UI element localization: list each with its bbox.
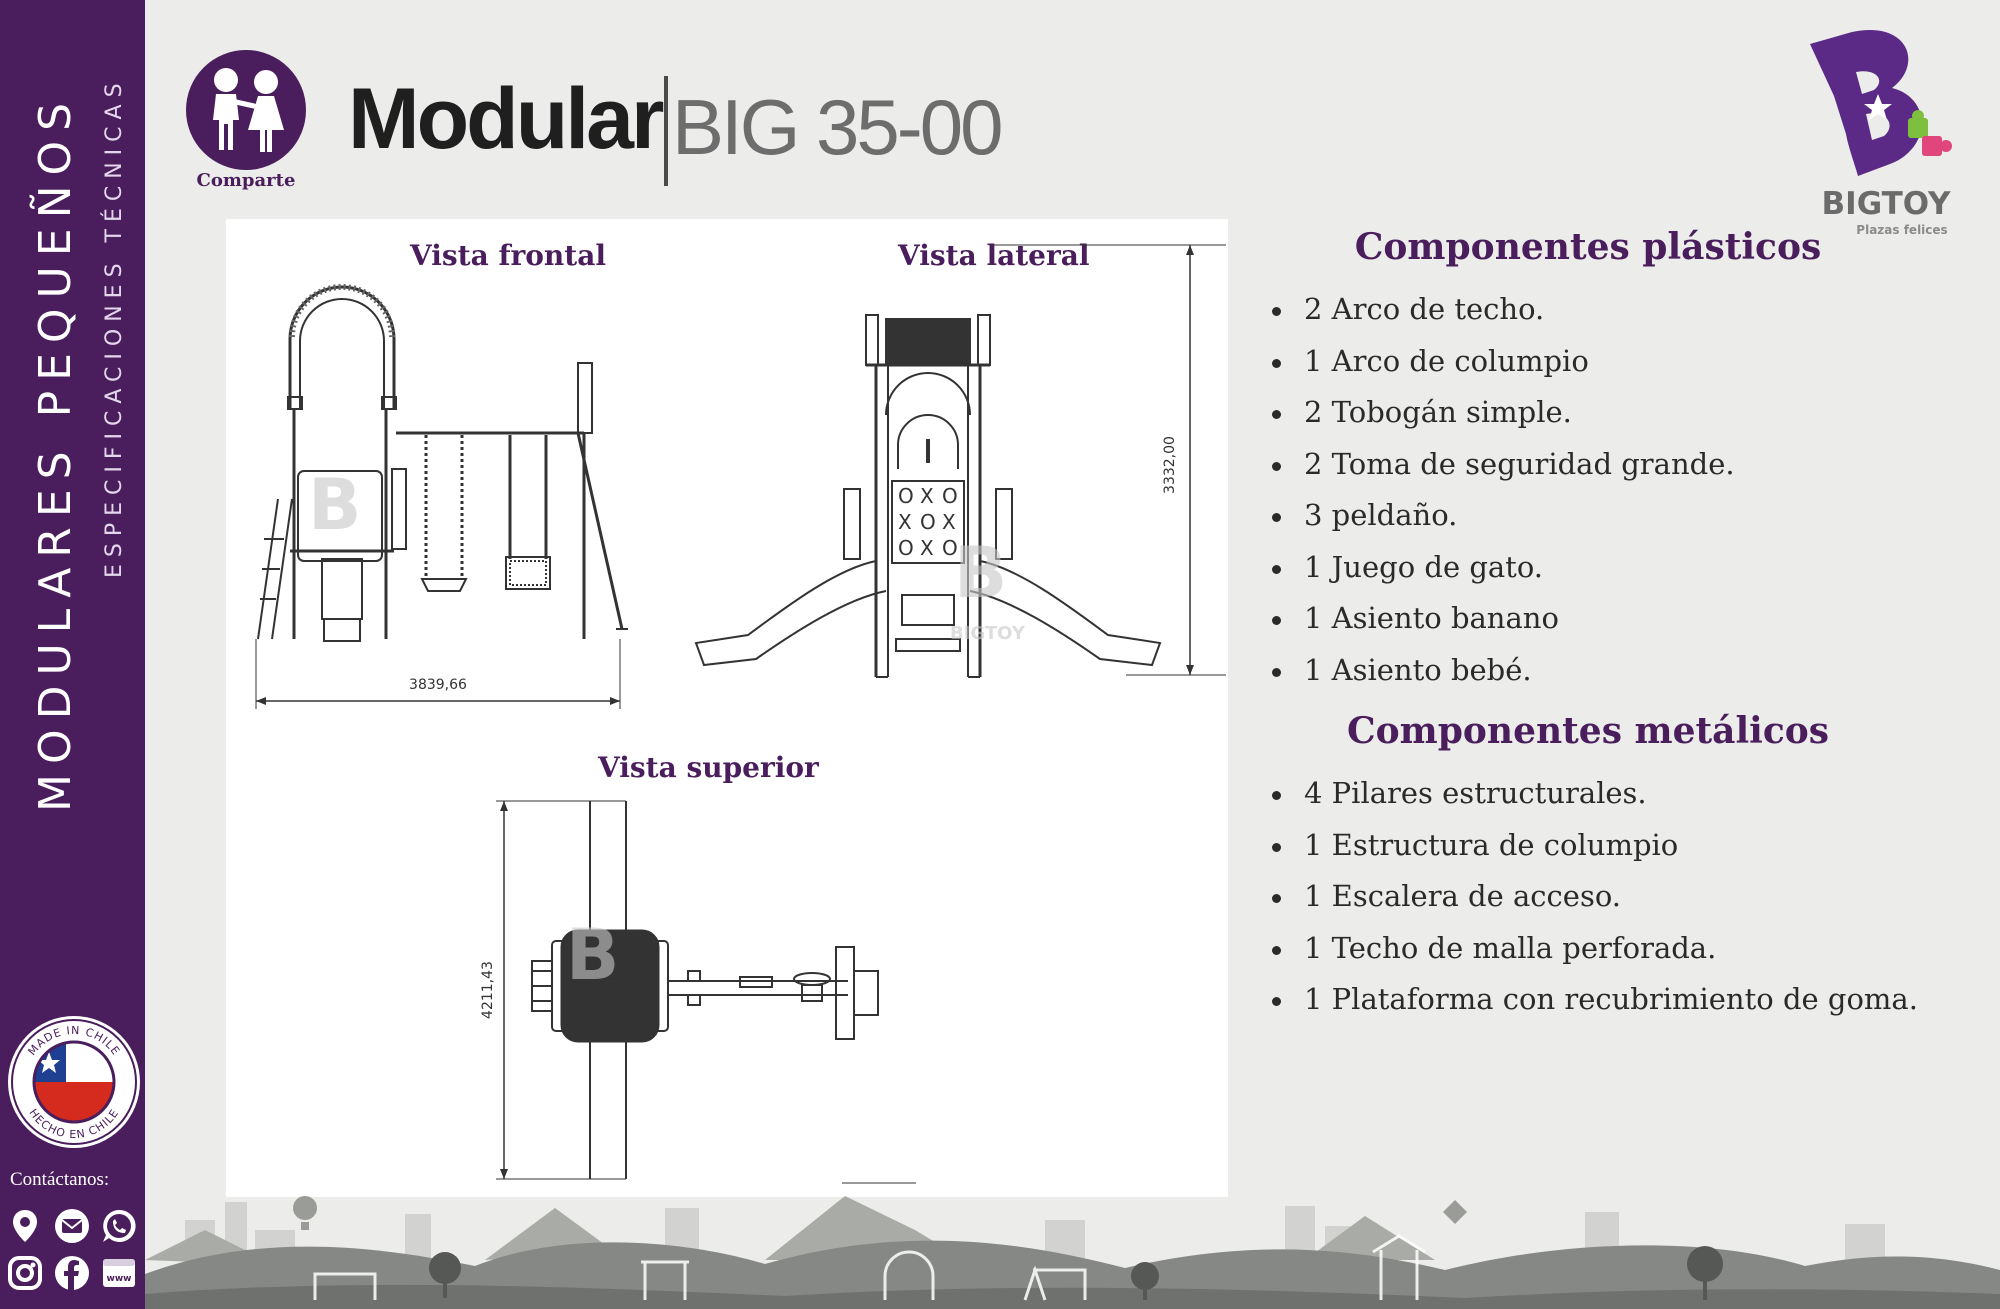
sidebar-subtitle: ESPECIFICACIONES TÉCNICAS [102, 76, 127, 578]
list-item: 2 Tobogán simple. [1268, 395, 1988, 447]
list-item: 1 Asiento bebé. [1268, 653, 1988, 705]
list-item: 2 Toma de seguridad grande. [1268, 447, 1988, 499]
top-view-title: Vista superior [598, 751, 819, 784]
svg-text:X: X [920, 484, 934, 508]
svg-text:X: X [898, 510, 912, 534]
location-icon[interactable] [6, 1207, 44, 1245]
children-icon [213, 68, 284, 152]
logo-tagline: Plazas felices [1856, 223, 1947, 237]
whatsapp-icon[interactable] [100, 1207, 138, 1245]
bigtoy-logo: BIGTOY Plazas felices [1810, 29, 1952, 237]
watermark-text: BIGTOY [950, 623, 1026, 644]
svg-text:O: O [898, 484, 914, 508]
made-in-chile-seal: MADE IN CHILE HECHO EN CHILE [8, 1016, 140, 1148]
front-dimension: 3839,66 [409, 677, 467, 693]
svg-text:X: X [920, 536, 934, 560]
model-code: BIG 35-00 [672, 83, 1004, 171]
svg-text:www: www [107, 1274, 132, 1284]
metal-components-list: 4 Pilares estructurales. 1 Estructura de… [1268, 776, 1988, 1034]
contact-label: Contáctanos: [10, 1169, 110, 1190]
list-item: 1 Plataforma con recubrimiento de goma. [1268, 982, 1988, 1034]
list-item: 1 Juego de gato. [1268, 550, 1988, 602]
list-item: 1 Asiento banano [1268, 601, 1988, 653]
svg-text:O: O [920, 510, 936, 534]
metal-components-title: Componentes metálicos [1346, 710, 1830, 752]
svg-text:O: O [942, 484, 958, 508]
share-badge [186, 50, 306, 170]
side-dimension: 3332,00 [1162, 436, 1178, 494]
top-view-drawing: 4211,43 [480, 800, 916, 1184]
share-label: Comparte [196, 170, 296, 191]
sidebar: MODULARES PEQUEÑOS ESPECIFICACIONES TÉCN… [0, 0, 145, 1309]
list-item: 2 Arco de techo. [1268, 292, 1988, 344]
list-item: 1 Estructura de columpio [1268, 828, 1988, 880]
instagram-icon[interactable] [6, 1254, 44, 1292]
svg-text:B: B [954, 532, 1007, 614]
title-separator [664, 76, 668, 186]
list-item: 1 Arco de columpio [1268, 344, 1988, 396]
svg-text:X: X [942, 510, 956, 534]
front-view-drawing: 3839,66 [255, 284, 628, 709]
logo-name: BIGTOY [1822, 186, 1951, 222]
list-item: 3 peldaño. [1268, 498, 1988, 550]
watermark-letter: B [308, 464, 361, 546]
list-item: 1 Techo de malla perforada. [1268, 931, 1988, 983]
front-view-title: Vista frontal [410, 239, 606, 272]
playground-landscape [145, 1196, 2000, 1309]
drawings-panel: Vista frontal Vista lateral Vista superi… [226, 219, 1228, 1197]
facebook-icon[interactable] [53, 1254, 91, 1292]
page-title: Modular [348, 71, 664, 167]
top-dimension: 4211,43 [480, 961, 496, 1019]
website-icon[interactable]: www [100, 1254, 138, 1292]
email-icon[interactable] [53, 1207, 91, 1245]
list-item: 4 Pilares estructurales. [1268, 776, 1988, 828]
svg-text:O: O [898, 536, 914, 560]
sidebar-title: MODULARES PEQUEÑOS [30, 92, 81, 812]
svg-text:B: B [566, 914, 619, 996]
svg-text:O: O [942, 536, 958, 560]
plastic-components-list: 2 Arco de techo. 1 Arco de columpio 2 To… [1268, 292, 1988, 704]
list-item: 1 Escalera de acceso. [1268, 879, 1988, 931]
plastic-components-title: Componentes plásticos [1354, 226, 1822, 268]
